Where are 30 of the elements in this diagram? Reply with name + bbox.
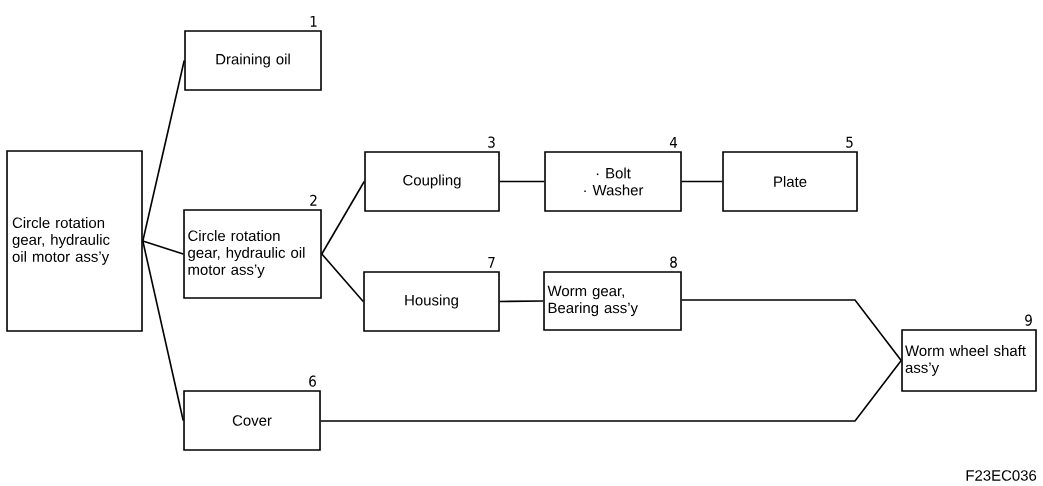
step-box: Draining oil [184,30,322,91]
callout-number: 6 [309,375,316,387]
step-box: Circle rotation gear, hydraulic oil motor ass’y [6,150,143,332]
step-box: Worm wheel shaft ass’y [901,329,1037,392]
connector-line [321,253,364,303]
callout-number: 5 [846,136,853,148]
callout-number: 9 [1025,314,1032,326]
connector-line [499,180,545,183]
connector-line [320,359,902,422]
callout-number: 4 [669,136,678,148]
callout-number: 8 [670,256,677,268]
step-box: · Bolt · Washer [544,151,682,212]
step-box: Housing [363,271,500,332]
connector-line [142,59,185,242]
step-box: Coupling [364,151,500,212]
step-box: Plate [722,151,858,212]
callout-number: 7 [488,256,495,268]
connector-line [142,240,184,422]
figure-code: F23EC036 [966,470,1037,481]
connector-line [499,300,544,303]
step-box: Circle rotation gear, hydraulic oil motor ass’y [183,209,322,299]
connector-line [321,180,365,255]
callout-number: 3 [488,136,495,148]
step-box: Worm gear, Bearing ass’y [543,271,682,331]
connector-line [681,180,723,183]
connector-line [681,299,902,362]
connector-line [142,240,184,255]
callout-number: 1 [310,15,317,27]
step-box: Cover [183,390,321,451]
callout-number: 2 [310,194,317,206]
